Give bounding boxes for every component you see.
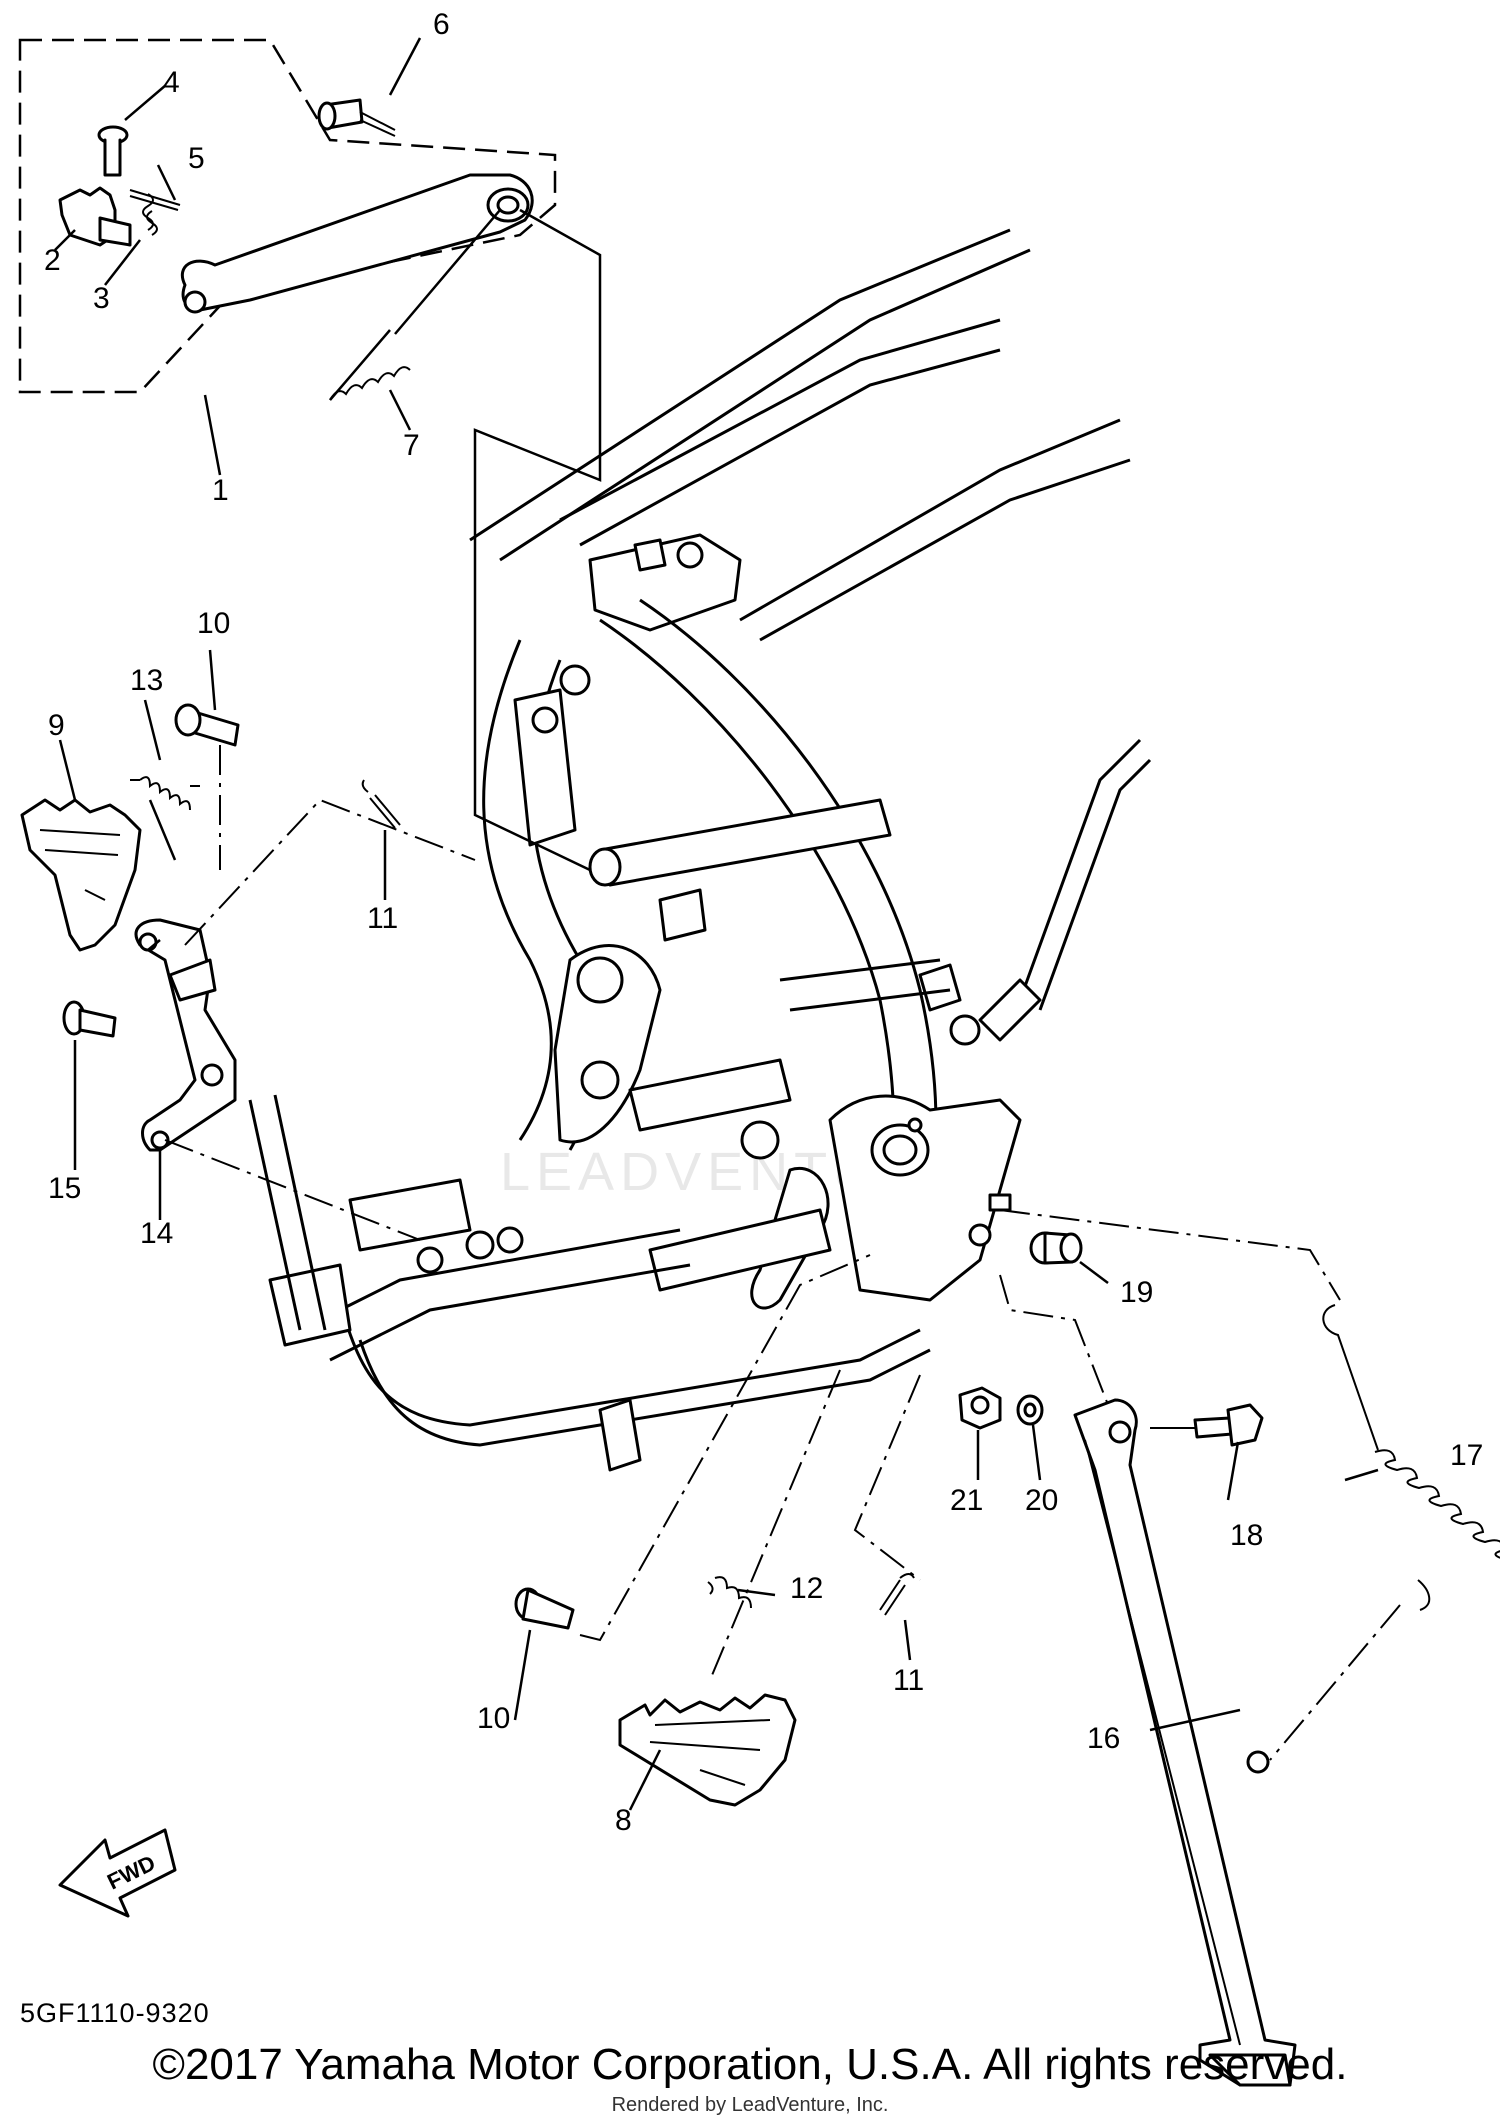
frame-assembly bbox=[248, 228, 1152, 1472]
brake-pedal-assembly bbox=[18, 38, 602, 872]
assembly-boundary-1 bbox=[18, 38, 557, 394]
callout-11-top: 11 bbox=[367, 902, 398, 935]
callout-6: 6 bbox=[433, 8, 450, 41]
callout-11-bottom: 11 bbox=[893, 1664, 924, 1697]
leader-lines bbox=[54, 37, 1379, 1811]
callout-4: 4 bbox=[163, 66, 180, 99]
rendered-by-text: Rendered by LeadVenture, Inc. bbox=[611, 2094, 889, 2116]
callout-21: 21 bbox=[950, 1484, 983, 1517]
callout-18: 18 bbox=[1230, 1519, 1263, 1552]
diagram-code: 5GF1110-9320 bbox=[20, 1998, 210, 2028]
left-footrest-assembly bbox=[20, 703, 476, 1241]
callout-labels: 6 4 5 2 3 7 1 10 13 9 11 15 14 19 17 21 … bbox=[44, 8, 1483, 1837]
callout-1: 1 bbox=[212, 474, 229, 507]
callout-16: 16 bbox=[1087, 1722, 1120, 1755]
sidestand-assembly bbox=[958, 1209, 1500, 2087]
callout-2: 2 bbox=[44, 244, 61, 277]
fwd-arrow: FWD bbox=[58, 1828, 177, 1918]
callout-10-bottom: 10 bbox=[477, 1702, 510, 1735]
copyright-text: ©2017 Yamaha Motor Corporation, U.S.A. A… bbox=[152, 2040, 1348, 2089]
callout-14: 14 bbox=[140, 1217, 173, 1250]
callout-17: 17 bbox=[1450, 1439, 1483, 1472]
callout-13: 13 bbox=[130, 664, 163, 697]
callout-15: 15 bbox=[48, 1172, 81, 1205]
callout-5: 5 bbox=[188, 142, 205, 175]
callout-9: 9 bbox=[48, 709, 65, 742]
callout-10-top: 10 bbox=[197, 607, 230, 640]
callout-20: 20 bbox=[1025, 1484, 1058, 1517]
callout-7: 7 bbox=[403, 429, 420, 462]
callout-3: 3 bbox=[93, 282, 110, 315]
callout-8: 8 bbox=[615, 1804, 632, 1837]
callout-19: 19 bbox=[1120, 1276, 1153, 1309]
callout-12: 12 bbox=[790, 1572, 823, 1605]
right-footrest-assembly bbox=[514, 1254, 921, 1807]
